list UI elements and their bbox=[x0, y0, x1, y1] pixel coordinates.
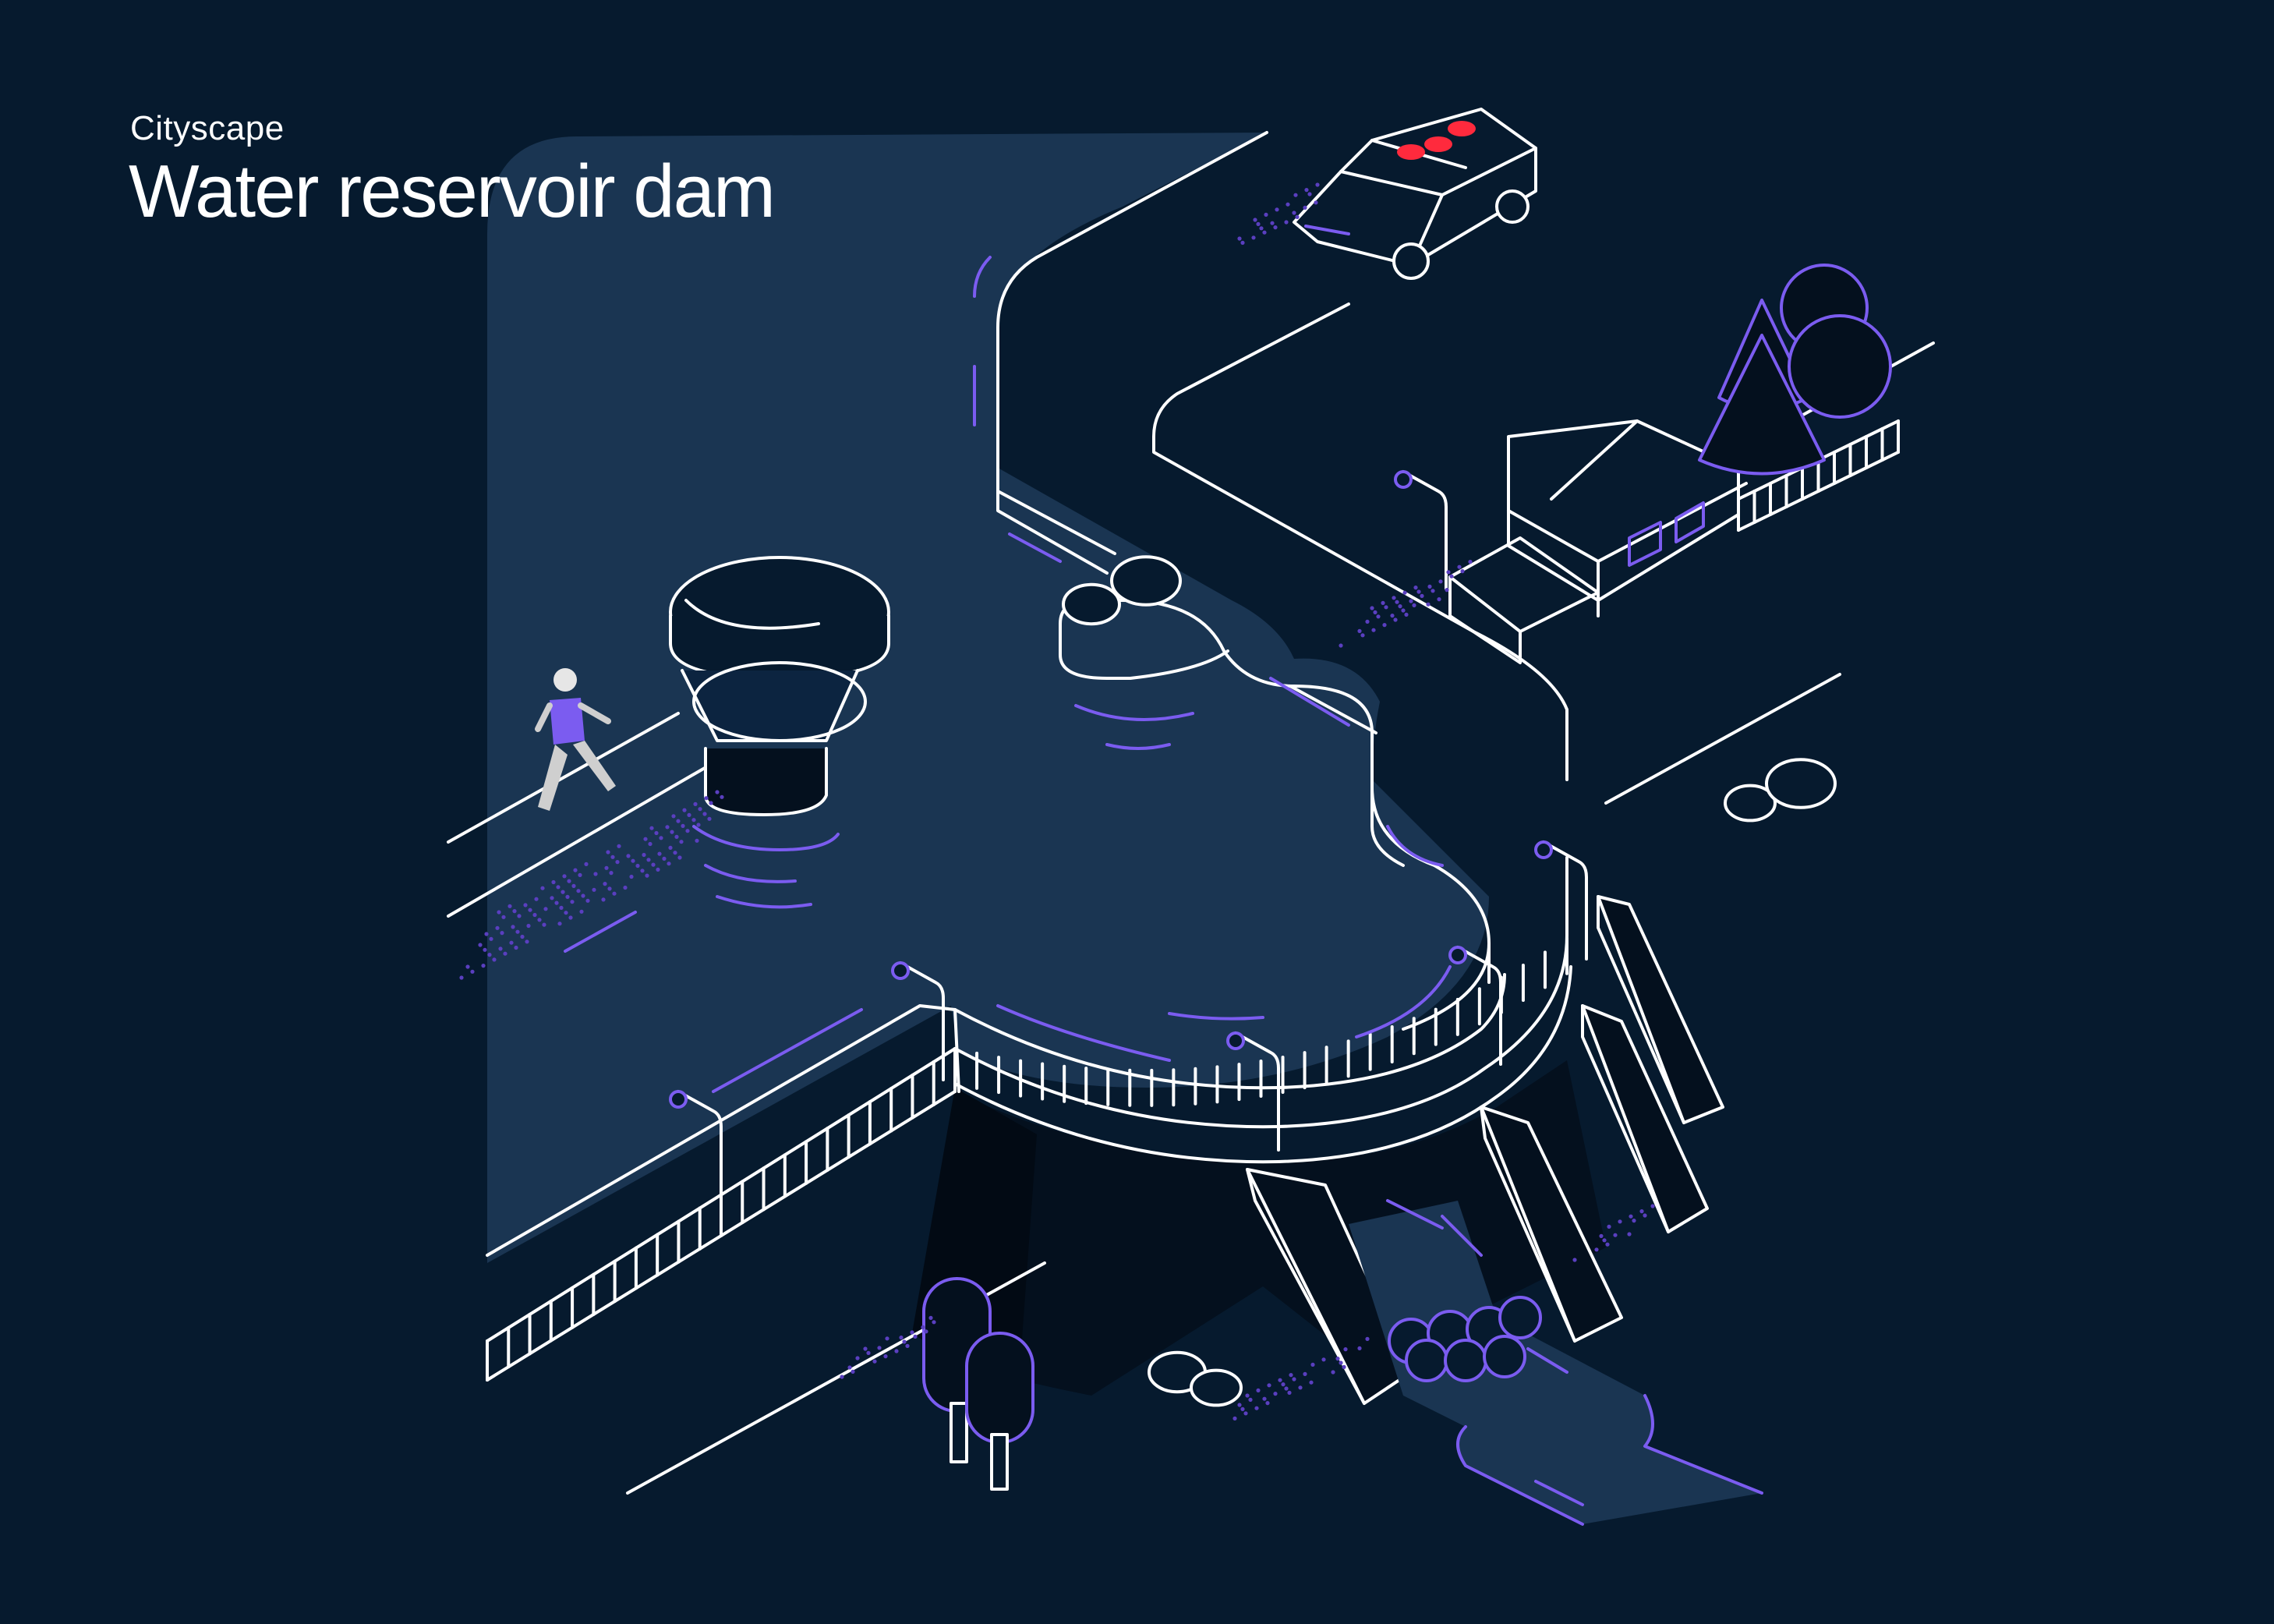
round-tree bbox=[1781, 265, 1890, 417]
street-lamp bbox=[1395, 472, 1446, 589]
car bbox=[1294, 109, 1536, 278]
car-light-3 bbox=[1448, 121, 1476, 136]
car-light-2 bbox=[1424, 136, 1452, 152]
bush bbox=[1063, 585, 1119, 624]
street-lamp bbox=[1536, 842, 1586, 959]
bush bbox=[1191, 1371, 1241, 1406]
reservoir-water bbox=[487, 133, 1489, 1263]
header: Cityscape Water reservoir dam bbox=[129, 109, 774, 229]
page-title: Water reservoir dam bbox=[129, 154, 774, 229]
bush bbox=[1767, 759, 1835, 808]
bush bbox=[1112, 557, 1180, 605]
category-label: Cityscape bbox=[130, 109, 774, 148]
car-light-1 bbox=[1397, 144, 1425, 160]
